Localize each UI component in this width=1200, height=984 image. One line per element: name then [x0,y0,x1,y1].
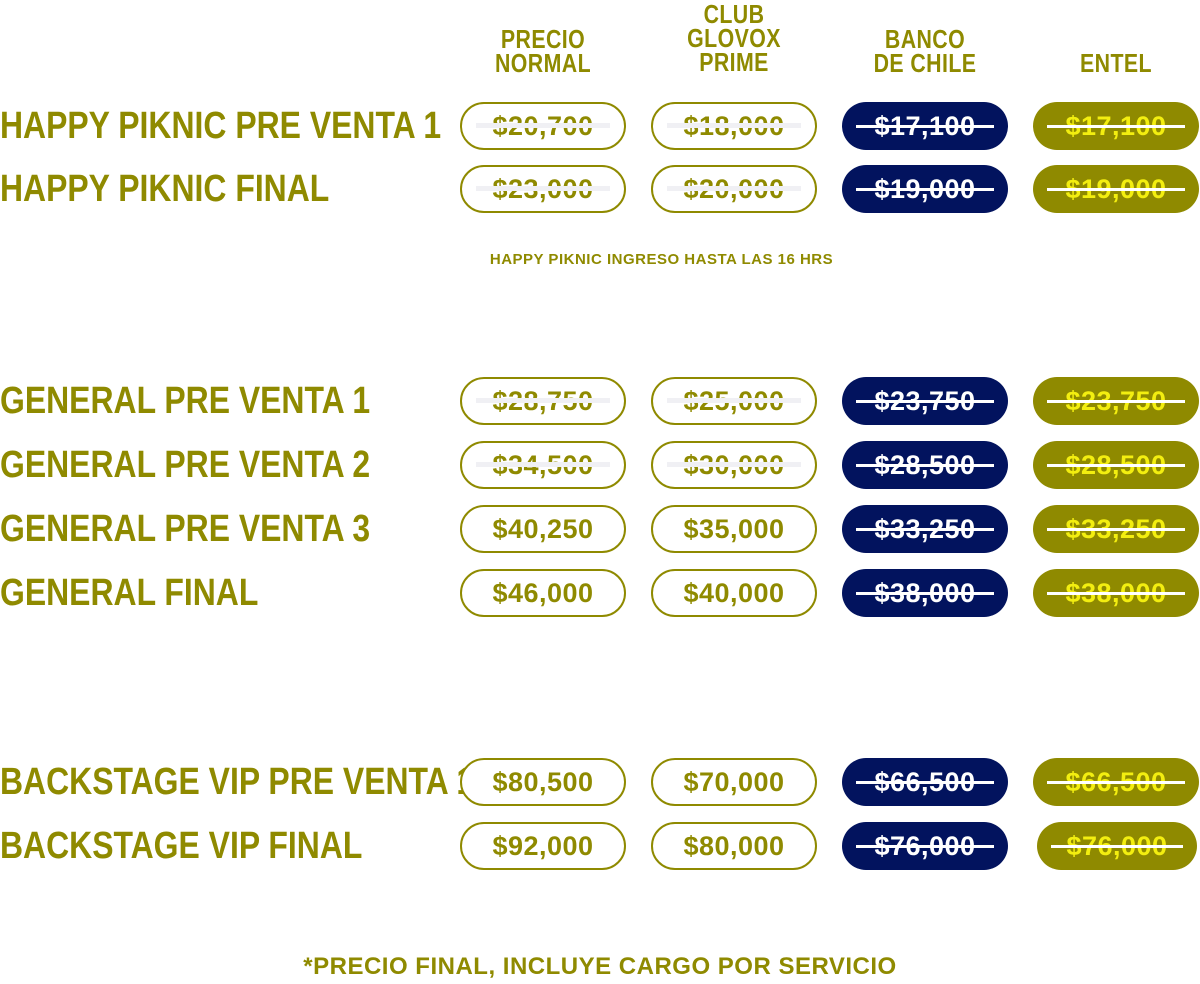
price-club: $30,000 [651,441,817,489]
row-label: HAPPY PIKNIC FINAL [0,168,330,210]
price-entel: $66,500 [1033,758,1199,806]
price-club: $18,000 [651,102,817,150]
price-normal: $28,750 [460,377,626,425]
row-label: GENERAL PRE VENTA 1 [0,380,371,422]
price-value: $80,500 [492,766,594,797]
strikethrough-line [476,462,610,467]
header-line: ENTEL [1080,48,1152,78]
price-club: $80,000 [651,822,817,870]
strikethrough-line [1047,781,1185,784]
price-value: $70,000 [683,766,785,797]
price-banco: $66,500 [842,758,1008,806]
strikethrough-line [667,123,801,128]
price-banco: $38,000 [842,569,1008,617]
price-entel: $19,000 [1033,165,1199,213]
header-line: BANCO [884,24,966,54]
price-club: $25,000 [651,377,817,425]
row-label: BACKSTAGE VIP FINAL [0,825,363,867]
header-entel: ENTEL [1048,48,1184,78]
price-value: $40,250 [492,513,594,544]
price-banco: $19,000 [842,165,1008,213]
happy-piknic-note: HAPPY PIKNIC INGRESO HASTA LAS 16 HRS [489,251,834,268]
price-banco: $76,000 [842,822,1008,870]
header-banco-de-chile: BANCO DE CHILE [857,24,993,78]
price-normal: $34,500 [460,441,626,489]
price-normal: $20,700 [460,102,626,150]
strikethrough-line [476,186,610,191]
price-entel: $76,000 [1037,822,1197,870]
price-normal: $46,000 [460,569,626,617]
strikethrough-line [856,400,994,403]
price-banco: $17,100 [842,102,1008,150]
price-value: $40,000 [683,577,785,608]
row-label: HAPPY PIKNIC PRE VENTA 1 [0,105,442,147]
row-label: BACKSTAGE VIP PRE VENTA 1 [0,761,475,803]
header-line: CLUB [703,0,765,29]
strikethrough-line [1051,845,1183,848]
strikethrough-line [856,592,994,595]
header-line: PRECIO [500,24,586,54]
footer-note: *PRECIO FINAL, INCLUYE CARGO POR SERVICI… [303,953,897,980]
strikethrough-line [856,125,994,128]
strikethrough-line [1047,125,1185,128]
row-label: GENERAL PRE VENTA 3 [0,508,371,550]
price-club: $20,000 [651,165,817,213]
price-value: $35,000 [683,513,785,544]
price-entel: $38,000 [1033,569,1199,617]
price-normal: $23,000 [460,165,626,213]
strikethrough-line [856,781,994,784]
header-line: DE CHILE [873,48,977,78]
strikethrough-line [856,845,994,848]
header-line: NORMAL [494,48,592,78]
price-normal: $40,250 [460,505,626,553]
price-normal: $92,000 [460,822,626,870]
strikethrough-line [667,462,801,467]
price-normal: $80,500 [460,758,626,806]
price-club: $70,000 [651,758,817,806]
strikethrough-line [1047,528,1185,531]
price-entel: $17,100 [1033,102,1199,150]
strikethrough-line [667,398,801,403]
price-entel: $28,500 [1033,441,1199,489]
price-club: $35,000 [651,505,817,553]
strikethrough-line [856,464,994,467]
price-value: $92,000 [492,830,594,861]
row-label: GENERAL PRE VENTA 2 [0,444,371,486]
strikethrough-line [1047,464,1185,467]
header-line: PRIME [699,47,769,77]
strikethrough-line [856,528,994,531]
price-value: $46,000 [492,577,594,608]
row-label: GENERAL FINAL [0,572,259,614]
header-club-glovox-prime: CLUB GLOVOX PRIME [666,0,802,77]
header-line: GLOVOX [687,23,781,53]
strikethrough-line [476,398,610,403]
price-banco: $23,750 [842,377,1008,425]
strikethrough-line [476,123,610,128]
strikethrough-line [1047,188,1185,191]
price-banco: $28,500 [842,441,1008,489]
strikethrough-line [856,188,994,191]
strikethrough-line [667,186,801,191]
header-precio-normal: PRECIO NORMAL [475,24,611,78]
strikethrough-line [1047,592,1185,595]
price-club: $40,000 [651,569,817,617]
price-entel: $33,250 [1033,505,1199,553]
price-banco: $33,250 [842,505,1008,553]
strikethrough-line [1047,400,1185,403]
price-value: $80,000 [683,830,785,861]
price-entel: $23,750 [1033,377,1199,425]
